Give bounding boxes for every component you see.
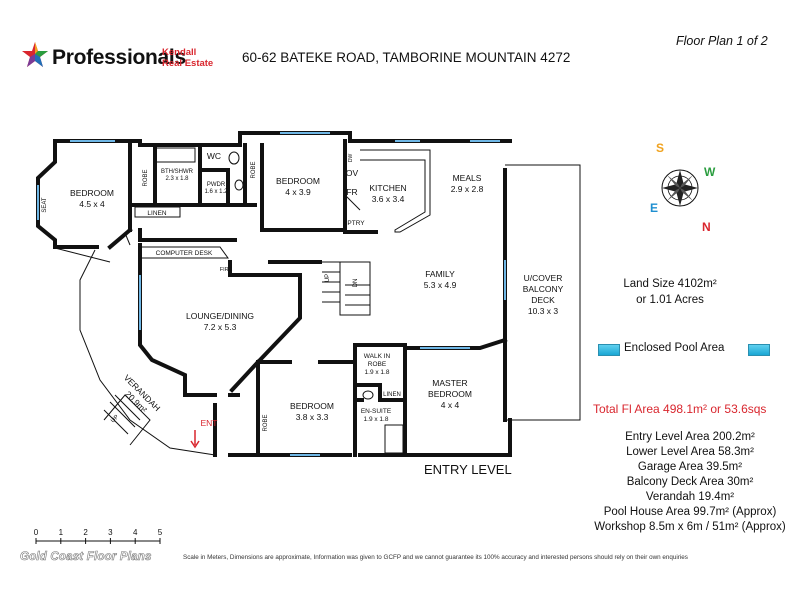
compass-n: N (702, 220, 711, 234)
land-size-line1: Land Size 4102m² (623, 278, 717, 290)
balcony-line1: U/COVER (524, 273, 563, 283)
lounge-size: 7.2 x 5.3 (204, 322, 237, 332)
walk-in-robe-line1: WALK IN (364, 353, 391, 360)
computer-desk-label: COMPUTER DESK (156, 250, 213, 257)
walk-in-robe-line2: ROBE (368, 361, 387, 368)
scale-label: 2 (83, 528, 88, 537)
area-item: Pool House Area 99.7m² (Approx) (603, 506, 777, 518)
bedroom2-label: BEDROOM (276, 176, 320, 186)
robe-label-1: ROBE (143, 169, 149, 186)
robe-label-2: ROBE (251, 161, 257, 178)
walk-in-robe-size: 1.9 x 1.8 (365, 369, 390, 376)
brand-sub-line1: Kendall (162, 47, 197, 58)
compass-s: S (656, 141, 664, 155)
brand-name: Professionals (52, 46, 186, 69)
master-size: 4 x 4 (441, 400, 460, 410)
fire-label: FIRE (220, 267, 233, 273)
brand-sub-line2: Real Estate (162, 58, 214, 69)
pool-swatch-right (748, 344, 770, 356)
verandah-up-label: UP (110, 414, 120, 424)
seat-label: SEAT (42, 197, 48, 213)
en-suite-size: 1.9 x 1.8 (364, 416, 389, 423)
room-labels: BEDROOM 4.5 x 4 SEAT ROBE BTH/SHWR 2.3 x… (42, 151, 564, 432)
scale-label: 5 (158, 528, 163, 537)
pwdr-label: PWDR (207, 182, 226, 188)
en-suite-label: EN-SUITE (361, 408, 392, 415)
bth-shwr-label: BTH/SHWR (161, 169, 194, 175)
lounge-label: LOUNGE/DINING (186, 311, 254, 321)
entry-label: ENT (201, 418, 218, 428)
pantry-label: PTRY (347, 220, 365, 227)
stairs-up-label: UP (325, 274, 331, 282)
land-size-line2: or 1.01 Acres (636, 294, 704, 306)
level-title: ENTRY LEVEL (424, 462, 512, 477)
linen-label-2: LINEN (383, 392, 401, 398)
bedroom2-size: 4 x 3.9 (285, 187, 311, 197)
family-label: FAMILY (425, 269, 455, 279)
compass-icon: S W E N (650, 141, 716, 234)
master-line1: MASTER (432, 378, 467, 388)
balcony-line2: BALCONY (523, 284, 564, 294)
balcony-size: 10.3 x 3 (528, 306, 559, 316)
stairs-down-label: DN (353, 279, 359, 288)
oven-label: OV (346, 168, 359, 178)
disclaimer: Scale in Meters, Dimensions are approxim… (183, 554, 688, 561)
scale-label: 3 (108, 528, 113, 537)
compass-w: W (704, 165, 716, 179)
linen-label-1: LINEN (147, 210, 166, 217)
meals-label: MEALS (453, 173, 482, 183)
family-size: 5.3 x 4.9 (424, 280, 457, 290)
kitchen-label: KITCHEN (369, 183, 406, 193)
star-logo-icon (22, 42, 48, 67)
total-floor-area: Total Fl Area 498.1m² or 53.6sqs (593, 402, 767, 416)
fixtures (54, 147, 581, 456)
fridge-label: FR (346, 187, 357, 197)
compass-e: E (650, 201, 658, 215)
walls (36, 131, 512, 457)
windows (37, 132, 506, 456)
bedroom1-size: 4.5 x 4 (79, 199, 105, 209)
land-size: Land Size 4102m² or 1.01 Acres (610, 276, 730, 308)
pwdr-size: 1.6 x 1.2 (204, 189, 228, 195)
dishwasher-label: DW (348, 154, 354, 163)
area-list: Entry Level Area 200.2m² Lower Level Are… (590, 430, 790, 535)
bedroom1-label: BEDROOM (70, 188, 114, 198)
robe-label-3: ROBE (263, 414, 269, 431)
area-item: Entry Level Area 200.2m² (625, 431, 755, 443)
property-address: 60-62 BATEKE ROAD, TAMBORINE MOUNTAIN 42… (242, 50, 571, 65)
floor-plan-label: Floor Plan 1 of 2 (676, 34, 768, 48)
scale-label: 1 (59, 528, 64, 537)
area-item: Lower Level Area 58.3m² (626, 446, 754, 458)
entry-arrow-icon (190, 430, 200, 449)
meals-size: 2.9 x 2.8 (451, 184, 484, 194)
gold-coast-floor-plans-logo: Gold Coast Floor Plans (20, 551, 152, 564)
area-item: Balcony Deck Area 30m² (626, 476, 754, 488)
header: Professionals Kendall Real Estate 60-62 … (0, 0, 800, 100)
wc-label: WC (207, 151, 221, 161)
balcony-line3: DECK (531, 295, 555, 305)
scale-bar: 0 1 2 3 4 5 (34, 528, 163, 544)
scale-label: 0 (34, 528, 39, 537)
area-item: Verandah 19.4m² (645, 491, 735, 503)
kitchen-size: 3.6 x 3.4 (372, 194, 405, 204)
area-item: Garage Area 39.5m² (637, 461, 743, 473)
pool-legend-text: Enclosed Pool Area (624, 342, 725, 354)
pool-swatch-left (598, 344, 620, 356)
bedroom3-size: 3.8 x 3.3 (296, 412, 329, 422)
area-item: Workshop 8.5m x 6m / 51m² (Approx) (594, 521, 786, 533)
master-line2: BEDROOM (428, 389, 472, 399)
bth-shwr-size: 2.3 x 1.8 (165, 176, 189, 182)
scale-label: 4 (133, 528, 138, 537)
bedroom3-label: BEDROOM (290, 401, 334, 411)
